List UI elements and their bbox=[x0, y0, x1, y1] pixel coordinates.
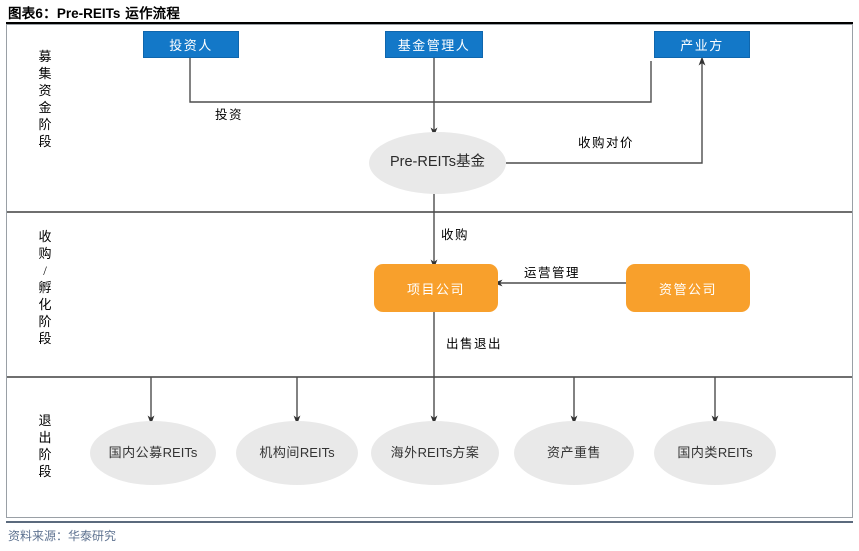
stage-char: 化 bbox=[38, 297, 52, 312]
exit-option-latin: REITs bbox=[162, 445, 198, 461]
exit-option-domestic-quasi-reits[interactable]: 国内类REITs bbox=[654, 421, 776, 485]
stage-separator-2 bbox=[7, 376, 852, 378]
figure-title-latin: Pre-REITs bbox=[56, 6, 121, 21]
exit-option-cjk-pre: 国内公募 bbox=[108, 445, 163, 461]
exit-option-latin: REITs bbox=[717, 445, 753, 461]
diagram-frame bbox=[6, 24, 853, 518]
edge-label-investment: 投资 bbox=[215, 108, 244, 122]
node-asset-management-company[interactable]: 资管公司 bbox=[626, 264, 750, 312]
exit-option-asset-resale[interactable]: 资产重售 bbox=[514, 421, 634, 485]
stage-char: 收 bbox=[38, 229, 52, 244]
node-fund-manager-label: 基金管理人 bbox=[397, 38, 471, 53]
exit-option-cjk-pre: 机构间 bbox=[259, 445, 300, 461]
stage-char: 出 bbox=[38, 430, 52, 445]
stage-label-acquisition-incubation: 收 购 / 孵 化 阶 段 bbox=[32, 228, 58, 347]
title-rule bbox=[6, 22, 853, 24]
exit-option-cjk-post: 方案 bbox=[452, 445, 480, 461]
stage-char: 募 bbox=[38, 49, 52, 64]
stage-char: 阶 bbox=[38, 447, 52, 462]
stage-label-fundraising: 募 集 资 金 阶 段 bbox=[32, 48, 58, 150]
stage-label-exit: 退 出 阶 段 bbox=[32, 412, 58, 480]
node-fund-manager[interactable]: 基金管理人 bbox=[385, 31, 483, 58]
footer-rule bbox=[6, 521, 853, 523]
edge-label-acquisition-consideration: 收购对价 bbox=[578, 136, 635, 150]
node-investor[interactable]: 投资人 bbox=[143, 31, 239, 58]
stage-char: 段 bbox=[38, 331, 52, 346]
exit-option-latin: REITs bbox=[299, 445, 335, 461]
stage-char: 资 bbox=[38, 83, 52, 98]
exit-option-cjk-pre: 资产重售 bbox=[546, 445, 601, 461]
node-project-company-label: 项目公司 bbox=[406, 281, 465, 297]
node-investor-label: 投资人 bbox=[169, 38, 213, 53]
edge-label-operation-management: 运营管理 bbox=[524, 266, 581, 280]
figure-title: 图表6：Pre-REITs 运作流程 bbox=[8, 2, 180, 22]
stage-char: 段 bbox=[38, 134, 52, 149]
stage-separator-1 bbox=[7, 211, 852, 213]
edge-label-sale-exit: 出售退出 bbox=[446, 337, 503, 351]
stage-char: 阶 bbox=[38, 314, 52, 329]
source-note: 资料来源：华泰研究 bbox=[8, 529, 117, 543]
figure-number: 图表6： bbox=[8, 6, 57, 21]
exit-option-latin: REITs bbox=[417, 445, 453, 461]
figure-title-cjk: 运作流程 bbox=[125, 6, 181, 22]
edge-label-acquisition: 收购 bbox=[441, 228, 470, 242]
stage-char: / bbox=[43, 263, 47, 278]
stage-char: 购 bbox=[38, 246, 52, 261]
node-asset-management-company-label: 资管公司 bbox=[658, 281, 717, 297]
stage-char: 集 bbox=[38, 66, 52, 81]
node-pre-reits-fund[interactable]: Pre-REITs基金 bbox=[369, 132, 506, 194]
stage-char: 金 bbox=[38, 100, 52, 115]
exit-option-overseas-reits-plan[interactable]: 海外REITs方案 bbox=[371, 421, 499, 485]
node-pre-reits-fund-latin: Pre-REITs bbox=[389, 154, 457, 171]
node-project-company[interactable]: 项目公司 bbox=[374, 264, 498, 312]
stage-char: 阶 bbox=[38, 117, 52, 132]
exit-option-domestic-public-reits[interactable]: 国内公募REITs bbox=[90, 421, 216, 485]
exit-option-interbank-reits[interactable]: 机构间REITs bbox=[236, 421, 358, 485]
exit-option-cjk-pre: 海外 bbox=[390, 445, 418, 461]
stage-char: 段 bbox=[38, 464, 52, 479]
exit-option-cjk-pre: 国内类 bbox=[677, 445, 718, 461]
node-pre-reits-fund-cjk: 基金 bbox=[456, 154, 486, 171]
stage-char: 退 bbox=[38, 413, 52, 428]
node-industry-party-label: 产业方 bbox=[680, 38, 724, 53]
node-industry-party[interactable]: 产业方 bbox=[654, 31, 750, 58]
stage-char: 孵 bbox=[38, 280, 52, 295]
